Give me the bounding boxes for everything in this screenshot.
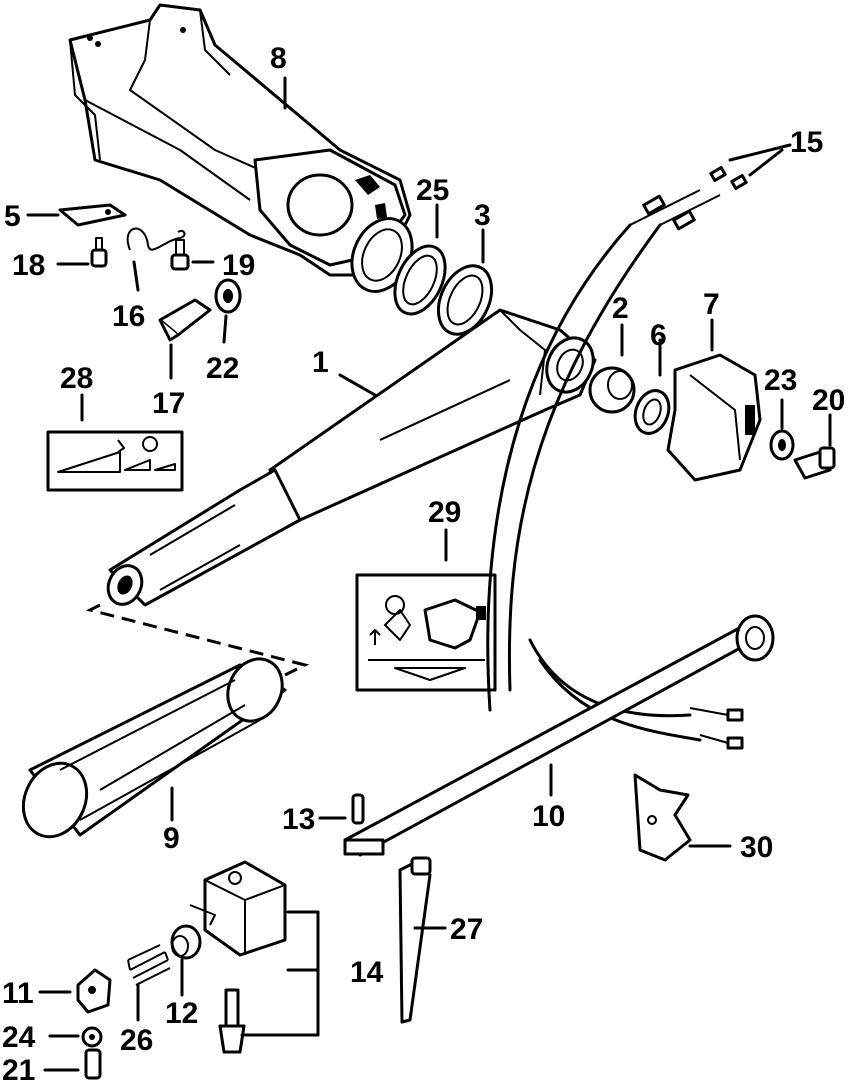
label-9: 9 [163, 822, 180, 855]
part-17-pin [158, 298, 212, 342]
part-2-bushing [588, 366, 636, 414]
part-28-decal [46, 430, 184, 492]
part-22-washer [214, 278, 242, 314]
label-24: 24 [2, 1021, 36, 1054]
part-3-washer [436, 264, 494, 336]
part-9-grip [21, 657, 287, 839]
label-11: 11 [2, 977, 34, 1010]
label-2: 2 [612, 292, 629, 325]
label-17: 17 [152, 387, 185, 420]
label-26: 26 [120, 1024, 153, 1057]
assembly-dashed-line [85, 603, 310, 677]
part-18-screw [90, 237, 108, 268]
label-23: 23 [764, 364, 797, 397]
part-14-friction-block [189, 860, 287, 957]
part-26-spring [127, 944, 171, 986]
part-10-rod [343, 614, 775, 857]
label-10: 10 [532, 800, 565, 833]
part-1-tiller-arm [106, 308, 597, 607]
part-11-knob [76, 968, 112, 1014]
label-1: 1 [312, 346, 329, 379]
leader-lines [26, 76, 832, 1072]
label-20: 20 [812, 384, 845, 417]
label-27: 27 [450, 913, 483, 946]
label-15: 15 [790, 126, 823, 159]
part-12-nut [170, 924, 202, 960]
part-29-decal [355, 573, 497, 692]
part-16-spring [126, 227, 186, 251]
part-labels: 8 25 3 15 5 18 19 16 22 17 28 1 2 6 7 23… [2, 42, 845, 1082]
part-30-clip [633, 773, 692, 862]
label-3: 3 [474, 199, 491, 232]
label-6: 6 [650, 319, 667, 352]
part-20-bolt [793, 446, 836, 480]
part-6-washer [633, 389, 671, 435]
part-8-steering-bracket [68, 3, 412, 277]
label-28: 28 [60, 362, 93, 395]
part-24-star-washer [81, 1026, 103, 1048]
label-7: 7 [703, 288, 720, 321]
part-21-screw [84, 1048, 102, 1080]
part-27-tie-strap [398, 856, 432, 1024]
part-19-screw [170, 239, 190, 271]
label-19: 19 [222, 249, 255, 282]
label-21: 21 [2, 1054, 35, 1082]
part-7-end-cap [666, 353, 762, 482]
label-5: 5 [4, 200, 21, 233]
label-22: 22 [206, 352, 239, 385]
part-23-washer [769, 429, 795, 461]
label-29: 29 [428, 496, 461, 529]
label-18: 18 [12, 249, 45, 282]
label-8: 8 [270, 42, 287, 75]
label-14: 14 [350, 956, 384, 989]
part-14-bolt [218, 988, 246, 1054]
label-25: 25 [416, 174, 449, 207]
part-13-pin [351, 793, 365, 825]
part-25-washer [350, 217, 447, 316]
part-5-plate [58, 203, 127, 227]
label-16: 16 [112, 300, 145, 333]
label-30: 30 [740, 831, 773, 864]
label-13: 13 [282, 803, 315, 836]
label-12: 12 [165, 997, 198, 1030]
